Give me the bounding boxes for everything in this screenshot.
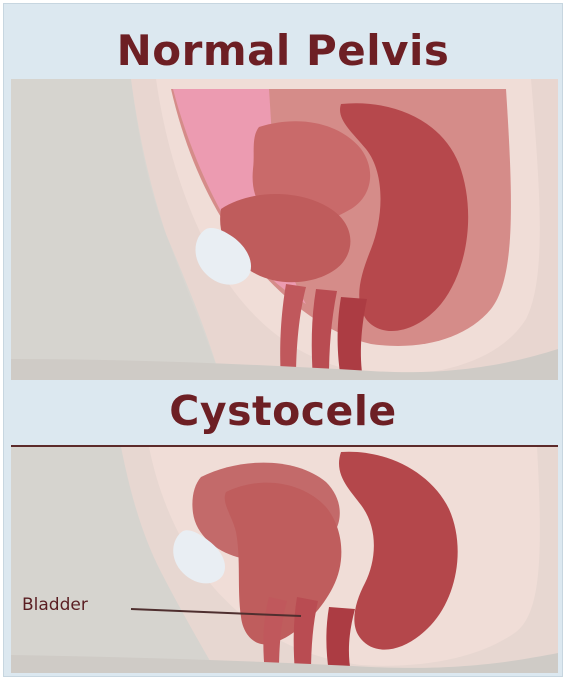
- cystocele-svg: [11, 447, 558, 673]
- bladder-label: Bladder: [22, 595, 88, 615]
- diagram-frame: Normal Pelvis Cystocele: [3, 3, 563, 677]
- cystocele-illustration: Bladder: [11, 445, 558, 675]
- normal-pelvis-svg: [11, 79, 558, 380]
- normal-pelvis-title: Normal Pelvis: [4, 26, 562, 76]
- normal-pelvis-illustration: [11, 79, 558, 380]
- cystocele-title: Cystocele: [4, 386, 562, 436]
